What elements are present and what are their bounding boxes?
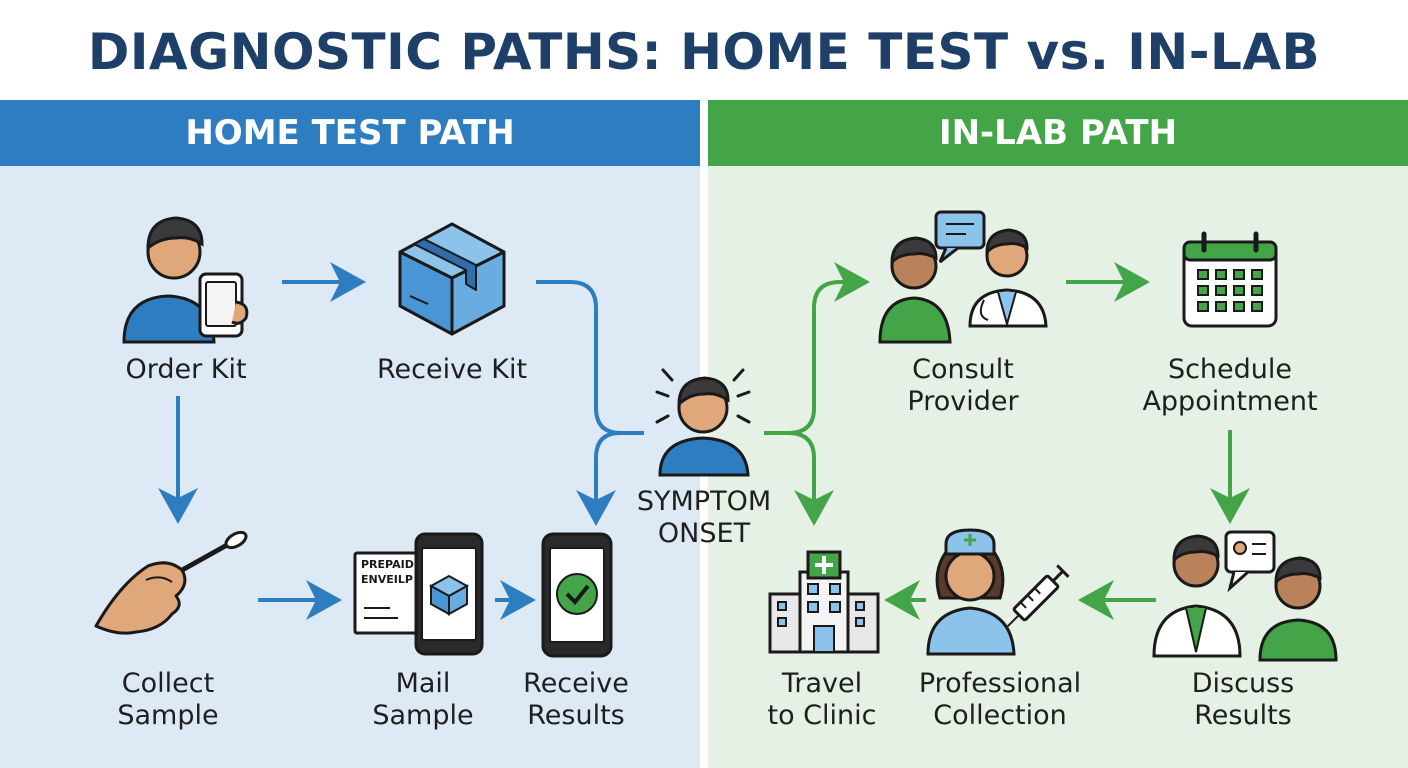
page-title: DIAGNOSTIC PATHS: HOME TEST vs. IN-LAB [87,23,1321,81]
mail-sample-label: Mail Sample [358,668,488,732]
receive-results-line1: Receive [523,668,629,699]
consult-provider-line2: Provider [907,386,1019,417]
professional-collection-line2: Collection [933,700,1067,731]
schedule-appointment-line1: Schedule [1167,354,1293,385]
mail-sample-line2: Sample [372,700,474,731]
person-with-phone-icon [122,216,249,344]
travel-to-clinic-line2: to Clinic [767,700,877,731]
calendar-icon [1182,231,1278,328]
home-test-header: HOME TEST PATH [0,100,700,166]
arrow-receive-kit-to-center [536,280,644,435]
discuss-results-line2: Results [1194,700,1292,731]
home-arrows [158,262,644,620]
person-alert-icon [655,368,751,477]
collect-sample-label: Collect Sample [88,668,248,732]
discuss-results-line1: Discuss [1191,668,1295,699]
collect-sample-line1: Collect [121,668,215,699]
receive-kit-text: Receive Kit [376,354,528,385]
phone-checkmark-icon [541,532,613,658]
patient-doctor-chat-icon [878,210,1048,344]
nurse-syringe-icon [926,528,1070,656]
consult-provider-line1: Consult [912,354,1014,385]
symptom-onset-label: SYMPTOM ONSET [616,486,792,550]
receive-results-label: Receive Results [506,668,646,732]
panel-divider [700,100,708,768]
professional-collection-line1: Professional [918,668,1082,699]
mail-sample-line1: Mail [395,668,451,699]
order-kit-label: Order Kit [96,354,276,386]
hospital-building-icon [768,550,880,654]
receive-results-line2: Results [527,700,625,731]
discuss-results-label: Discuss Results [1168,668,1318,732]
schedule-appointment-line2: Appointment [1142,386,1318,417]
arrow-center-to-receive-results [576,431,644,526]
symptom-onset-line2: ONSET [657,518,751,549]
order-kit-text: Order Kit [125,354,247,385]
schedule-appointment-label: Schedule Appointment [1130,354,1330,418]
envelope-text-line2: ENVEILP [361,573,413,586]
travel-to-clinic-line1: Travel [781,668,863,699]
professional-collection-label: Professional Collection [900,668,1100,732]
package-box-icon [398,222,506,336]
hand-swab-icon [94,530,248,635]
envelope-text-line1: PREPAID [361,558,414,571]
arrow-center-to-travel [764,431,834,526]
envelope-and-phone-icon [353,532,484,656]
doctor-patient-report-icon [1152,530,1338,662]
consult-provider-label: Consult Provider [888,354,1038,418]
symptom-onset-line1: SYMPTOM [636,486,772,517]
travel-to-clinic-label: Travel to Clinic [752,668,892,732]
receive-kit-label: Receive Kit [352,354,552,386]
lab-arrows [764,262,1250,620]
collect-sample-line2: Sample [117,700,219,731]
in-lab-header: IN-LAB PATH [708,100,1408,166]
arrow-center-to-consult [764,262,870,435]
